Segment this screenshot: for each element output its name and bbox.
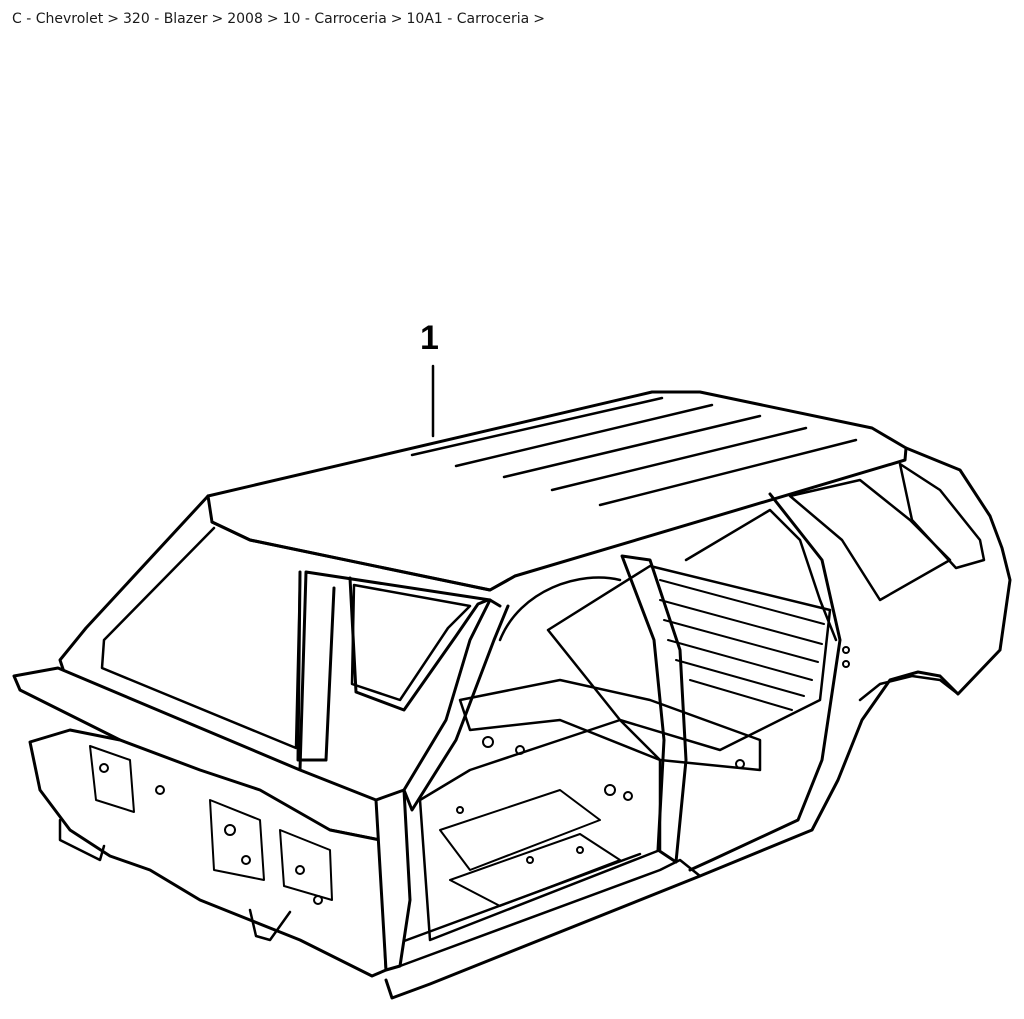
rivet-hole xyxy=(623,791,633,801)
rivet-hole xyxy=(482,736,494,748)
breadcrumb-item-group[interactable]: 10 - Carroceria xyxy=(282,11,387,27)
front-door-window xyxy=(350,583,472,702)
c-pillar xyxy=(688,492,842,872)
breadcrumb-item-subgroup[interactable]: 10A1 - Carroceria xyxy=(406,11,530,27)
breadcrumb-separator: > xyxy=(533,11,545,27)
rivet-hole xyxy=(313,895,323,905)
cargo-rib xyxy=(675,659,805,697)
callout-number: 1 xyxy=(420,319,439,357)
cargo-rib xyxy=(659,599,823,645)
breadcrumb-item-year[interactable]: 2008 xyxy=(227,11,263,27)
rivet-hole xyxy=(295,865,305,875)
breadcrumb-separator: > xyxy=(107,11,120,27)
breadcrumb: C - Chevrolet>320 - Blazer>2008>10 - Car… xyxy=(12,9,549,29)
rivet-hole xyxy=(735,759,745,769)
breadcrumb-item-make[interactable]: C - Chevrolet xyxy=(12,11,104,27)
rivet-hole xyxy=(576,846,584,854)
b-pillar xyxy=(402,598,510,812)
front-mount xyxy=(58,818,106,862)
front-inner-panel xyxy=(28,728,388,978)
floor-rib xyxy=(439,789,601,871)
breadcrumb-item-model[interactable]: 320 - Blazer xyxy=(123,11,208,27)
floor-crossmember xyxy=(458,678,762,772)
rivet-hole xyxy=(155,785,165,795)
rivet-hole xyxy=(842,660,850,668)
front-door-opening xyxy=(348,576,490,712)
front-inner-detail xyxy=(279,829,333,901)
rivet-hole xyxy=(526,856,534,864)
roof-rib xyxy=(502,414,762,479)
cargo-rib xyxy=(689,679,793,711)
rivet-hole xyxy=(241,855,251,865)
roof-rib xyxy=(454,403,714,468)
roof-rib xyxy=(550,426,808,492)
front-hinge-pillar xyxy=(374,788,412,972)
breadcrumb-separator: > xyxy=(390,11,403,27)
breadcrumb-separator: > xyxy=(266,11,279,27)
floor-rib xyxy=(449,833,621,907)
rocker-sill xyxy=(394,852,702,968)
rear-body-side xyxy=(384,446,1012,1000)
cargo-rib xyxy=(659,579,825,625)
cargo-floor xyxy=(546,564,832,752)
roof-rib xyxy=(410,396,664,457)
rivet-hole xyxy=(604,784,616,796)
floor-pan xyxy=(418,718,662,942)
rear-wheel-arch xyxy=(858,674,960,702)
front-mount xyxy=(248,908,292,942)
rear-wheelhouse xyxy=(498,576,622,642)
rivet-hole xyxy=(456,806,464,814)
a-pillar xyxy=(296,570,336,762)
cargo-rib xyxy=(667,639,813,681)
front-inner-detail xyxy=(209,799,265,881)
breadcrumb-separator: > xyxy=(211,11,224,27)
rivet-hole xyxy=(515,745,525,755)
front-inner-detail xyxy=(89,745,135,813)
roof-rib xyxy=(598,438,858,507)
rivet-hole xyxy=(842,646,850,654)
rivet-hole xyxy=(99,763,109,773)
rear-quarter-window xyxy=(898,462,986,570)
cargo-rib xyxy=(663,619,819,663)
roof-front-edge xyxy=(210,520,517,592)
rear-door-opening xyxy=(684,508,838,642)
rivet-hole xyxy=(224,824,236,836)
